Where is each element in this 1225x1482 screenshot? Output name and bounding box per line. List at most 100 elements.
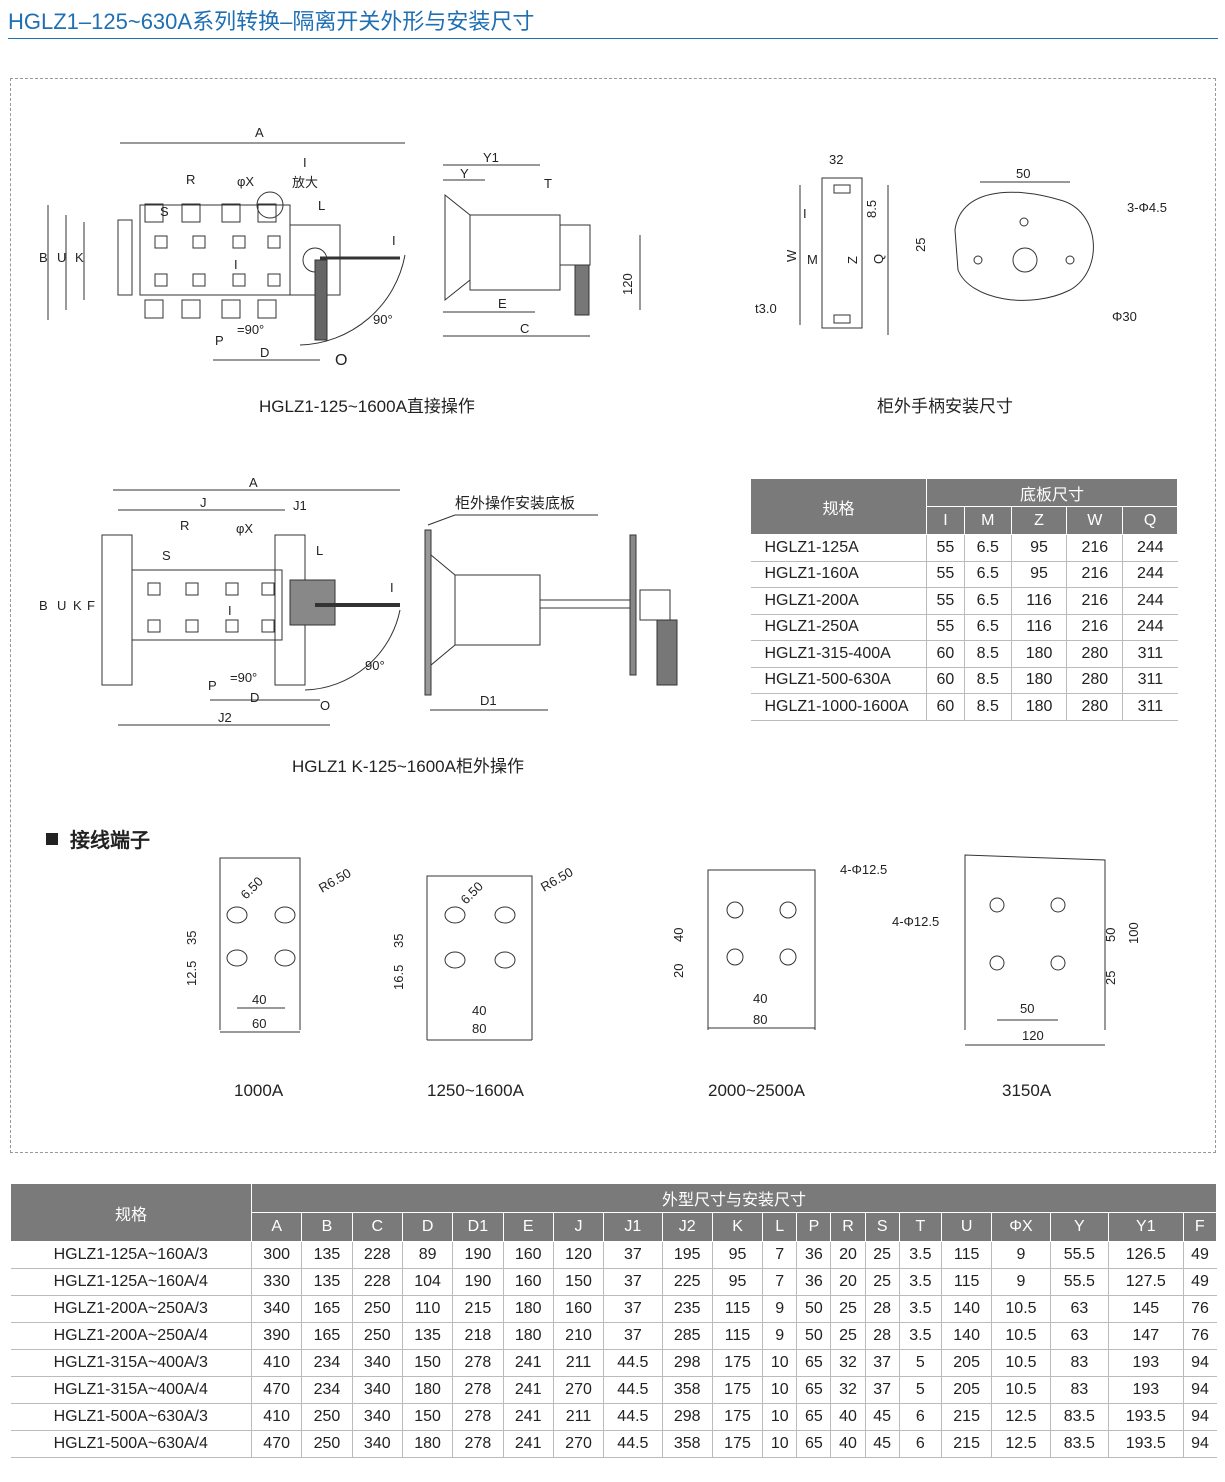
drawing-frame <box>10 78 1216 1153</box>
value-cell: 44.5 <box>603 1376 663 1404</box>
value-cell: 76 <box>1183 1295 1217 1323</box>
value-cell: 340 <box>251 1295 303 1323</box>
value-cell: 150 <box>553 1268 605 1296</box>
spec-cell: HGLZ1-250A <box>750 614 927 641</box>
value-cell: 65 <box>796 1376 832 1404</box>
value-cell: 193 <box>1108 1349 1184 1377</box>
dim-label: 放大 <box>292 175 318 190</box>
column-header: J1 <box>603 1212 663 1242</box>
dim-label: T <box>544 176 552 191</box>
value-cell: 300 <box>251 1241 303 1269</box>
value-cell: 250 <box>301 1403 353 1431</box>
column-header: D <box>401 1212 454 1242</box>
dim-label: C <box>520 321 529 336</box>
value-cell: 330 <box>251 1268 303 1296</box>
value-cell: 25 <box>830 1295 866 1323</box>
value-cell: 278 <box>452 1430 504 1458</box>
value-cell: 216 <box>1066 614 1124 641</box>
value-cell: 55.5 <box>1050 1268 1110 1296</box>
dim-label: 40 <box>472 1003 486 1018</box>
handle-bracket-drawing: 32 I 8.5 W M Z Q t3.0 50 3-Φ4.5 25 Φ30 <box>755 152 1167 335</box>
value-cell: 390 <box>251 1322 303 1350</box>
value-cell: 311 <box>1122 640 1178 668</box>
value-cell: 115 <box>941 1268 993 1296</box>
value-cell: 76 <box>1183 1322 1217 1350</box>
dim-label: W <box>784 249 799 262</box>
spec-cell: HGLZ1-500A~630A/4 <box>10 1430 252 1458</box>
group-header: 底板尺寸 <box>926 478 1178 507</box>
value-cell: 65 <box>796 1430 832 1458</box>
value-cell: 37 <box>865 1349 900 1377</box>
dim-label: 50 <box>1103 928 1118 942</box>
value-cell: 115 <box>712 1322 764 1350</box>
spec-cell: HGLZ1-200A <box>750 587 927 615</box>
section-heading-text: 接线端子 <box>70 830 150 852</box>
value-cell: 175 <box>712 1349 764 1377</box>
value-cell: 45 <box>865 1403 900 1431</box>
dim-label: 50 <box>1020 1001 1034 1016</box>
value-cell: 36 <box>796 1241 832 1269</box>
column-header: R <box>830 1212 866 1242</box>
value-cell: 116 <box>1011 587 1068 615</box>
value-cell: 250 <box>352 1322 403 1350</box>
column-header: Y <box>1049 1212 1110 1242</box>
dim-label: I <box>803 206 807 221</box>
terminal-1250-1600A: 6.50 R6.50 35 16.5 40 80 <box>391 864 576 1041</box>
dim-label: D <box>250 690 259 705</box>
spec-cell: HGLZ1-160A <box>750 561 927 588</box>
dim-label: I <box>392 233 396 248</box>
terminal-2000-2500A: 4-Φ12.5 40 20 40 80 <box>671 862 887 1030</box>
dim-label: L <box>316 543 323 558</box>
value-cell: 216 <box>1066 534 1124 562</box>
dim-label: φX <box>237 174 254 189</box>
value-cell: 120 <box>553 1241 605 1269</box>
dim-label: R6.50 <box>316 865 354 895</box>
dim-label: 60 <box>252 1016 266 1031</box>
value-cell: 83.5 <box>1050 1430 1110 1458</box>
value-cell: 250 <box>352 1295 403 1323</box>
value-cell: 234 <box>301 1349 353 1377</box>
dim-label: A <box>255 125 264 140</box>
spec-cell: HGLZ1-315-400A <box>750 640 927 668</box>
value-cell: 44.5 <box>603 1403 663 1431</box>
terminal-caption: 3150A <box>1002 1081 1052 1100</box>
value-cell: 311 <box>1122 693 1178 721</box>
value-cell: 10.5 <box>991 1349 1051 1377</box>
dim-label: 120 <box>1022 1028 1044 1043</box>
value-cell: 50 <box>796 1322 832 1350</box>
value-cell: 358 <box>662 1430 713 1458</box>
value-cell: 228 <box>352 1268 403 1296</box>
value-cell: 32 <box>830 1376 866 1404</box>
value-cell: 28 <box>865 1295 900 1323</box>
section-heading-terminals: 接线端子 <box>46 824 150 853</box>
value-cell: 36 <box>796 1268 832 1296</box>
page-title: HGLZ1–125~630A系列转换–隔离开关外形与安装尺寸 <box>8 9 535 34</box>
value-cell: 410 <box>251 1403 303 1431</box>
value-cell: 241 <box>503 1376 554 1404</box>
value-cell: 311 <box>1122 667 1178 694</box>
dim-label: P <box>208 678 217 693</box>
value-cell: 9 <box>991 1241 1051 1269</box>
value-cell: 205 <box>941 1376 993 1404</box>
dim-label: J2 <box>218 710 232 725</box>
value-cell: 60 <box>926 667 965 694</box>
value-cell: 244 <box>1122 561 1178 588</box>
value-cell: 150 <box>402 1403 454 1431</box>
value-cell: 175 <box>712 1376 764 1404</box>
dim-label: 4-Φ12.5 <box>892 914 939 929</box>
spec-cell: HGLZ1-200A~250A/4 <box>10 1322 252 1350</box>
dim-label: 90° <box>373 312 393 327</box>
value-cell: 140 <box>941 1322 993 1350</box>
column-header: J <box>552 1212 605 1242</box>
column-header: Z <box>1010 506 1068 535</box>
caption-handle-mounting: 柜外手柄安装尺寸 <box>877 397 1013 416</box>
column-header: J2 <box>661 1212 713 1242</box>
dim-label: S <box>162 548 171 563</box>
value-cell: 37 <box>865 1376 900 1404</box>
side-view-drawing: Y1 Y T E C 120 <box>443 150 641 337</box>
value-cell: 95 <box>712 1241 764 1269</box>
